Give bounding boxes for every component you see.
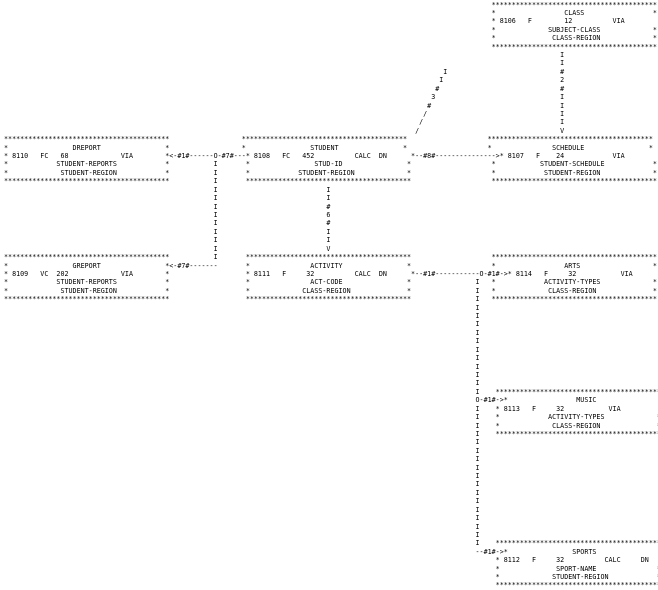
diagram-line: I — [0, 370, 480, 379]
record-box-dreport[interactable] — [3, 138, 168, 188]
diagram-line: I — [0, 530, 480, 539]
diagram-line: I **************************************… — [0, 539, 658, 548]
diagram-line: * SUBJECT-CLASS * — [0, 25, 657, 34]
diagram-line: 3 I — [0, 93, 565, 102]
diagram-line: / I — [0, 118, 565, 127]
record-box-class[interactable] — [492, 4, 657, 54]
diagram-line: * STUDENT-REPORTS * * ACT-CODE * I * ACT… — [0, 278, 657, 287]
diagram-line: ****************************************… — [0, 295, 657, 304]
diagram-line: I — [0, 463, 480, 472]
diagram-line: I — [0, 303, 480, 312]
diagram-line: I — [0, 472, 480, 481]
diagram-line: * STUDENT-REPORTS * I * STUD-ID * * STUD… — [0, 160, 657, 169]
diagram-line: I I — [0, 185, 331, 194]
diagram-line: I — [0, 480, 480, 489]
diagram-line: * CLASS * — [0, 8, 657, 17]
record-box-music[interactable] — [492, 388, 657, 438]
record-box-greport[interactable] — [3, 253, 168, 303]
diagram-line: I — [0, 488, 480, 497]
diagram-line: I I — [0, 227, 331, 236]
diagram-line: I 2 — [0, 76, 565, 85]
diagram-line: I — [0, 312, 480, 321]
diagram-line: I — [0, 522, 480, 531]
diagram-line: I — [0, 497, 480, 506]
diagram-line: I — [0, 59, 565, 68]
diagram-line: I I — [0, 194, 331, 203]
diagram-line: I — [0, 514, 480, 523]
diagram-line: * DREPORT * * STUDENT * * SCHEDULE * — [0, 143, 653, 152]
diagram-line: * 8106 F 12 VIA * — [0, 17, 658, 26]
diagram-line: I **************************************… — [0, 429, 658, 438]
diagram-line: I — [0, 455, 480, 464]
diagram-line: I I — [0, 236, 331, 245]
diagram-line: I * 8113 F 32 VIA * — [0, 404, 658, 413]
diagram-line: * STUDENT-REGION * * CLASS-REGION * I * … — [0, 286, 657, 295]
diagram-line: ****************************************… — [0, 581, 658, 590]
diagram-line: I # — [0, 202, 331, 211]
diagram-line: I — [0, 379, 480, 388]
diagram-line: I * CLASS-REGION * — [0, 421, 658, 430]
diagram-line: ****************************************… — [0, 253, 657, 262]
record-box-sports[interactable] — [492, 528, 657, 578]
diagram-line: I — [0, 446, 480, 455]
diagram-line: I * ACTIVITY-TYPES * — [0, 413, 658, 422]
record-box-activity[interactable] — [242, 253, 407, 303]
diagram-line: I — [0, 505, 480, 514]
diagram-line: / I — [0, 109, 565, 118]
diagram-line: * 8112 F 32 CALC DN * — [0, 556, 658, 565]
record-box-student[interactable] — [242, 138, 407, 188]
diagram-line: I **************************************… — [0, 387, 658, 396]
diagram-line: I — [0, 337, 480, 346]
diagram-line: I — [0, 51, 565, 60]
diagram-line: * 8110 FC 68 VIA *<-#1#------O-#7#---* 8… — [0, 152, 658, 161]
diagram-line: * SPORT-NAME * — [0, 564, 658, 573]
diagram-line: I 6 — [0, 211, 331, 219]
record-box-arts[interactable] — [492, 253, 657, 303]
diagram-line: / V — [0, 126, 565, 135]
diagram-line: ****************************************… — [0, 177, 657, 186]
diagram-line: I # — [0, 219, 331, 228]
diagram-line: --#1#->* SPORTS * — [0, 547, 658, 556]
diagram-line: * CLASS-REGION * — [0, 34, 657, 43]
diagram-line: ****************************************… — [0, 42, 657, 51]
diagram-line: * STUDENT-REGION * — [0, 573, 658, 582]
diagram-line: ****************************************… — [0, 0, 657, 9]
diagram-line: I — [0, 438, 480, 447]
record-box-schedule[interactable] — [492, 138, 657, 188]
diagram-line: # I — [0, 101, 565, 110]
diagram-line: ****************************************… — [0, 135, 653, 144]
diagram-line: I # — [0, 67, 565, 76]
diagram-line: * STUDENT-REGION * I * STUDENT-REGION * … — [0, 168, 657, 177]
diagram-line: I — [0, 328, 480, 337]
diagram-line: I — [0, 354, 480, 363]
diagram-line: * GREPORT *<-#7#------- * ACTIVITY * * A… — [0, 261, 657, 270]
diagram-line: * 8109 VC 202 VIA * * 8111 F 32 CALC DN … — [0, 269, 658, 278]
diagram-line: I — [0, 345, 480, 354]
diagram-line: # # — [0, 84, 565, 93]
diagram-line: I — [0, 320, 480, 329]
diagram-line: O-#1#->* MUSIC * — [0, 396, 658, 405]
diagram-line: I — [0, 362, 480, 371]
diagram-line: I V — [0, 244, 331, 253]
